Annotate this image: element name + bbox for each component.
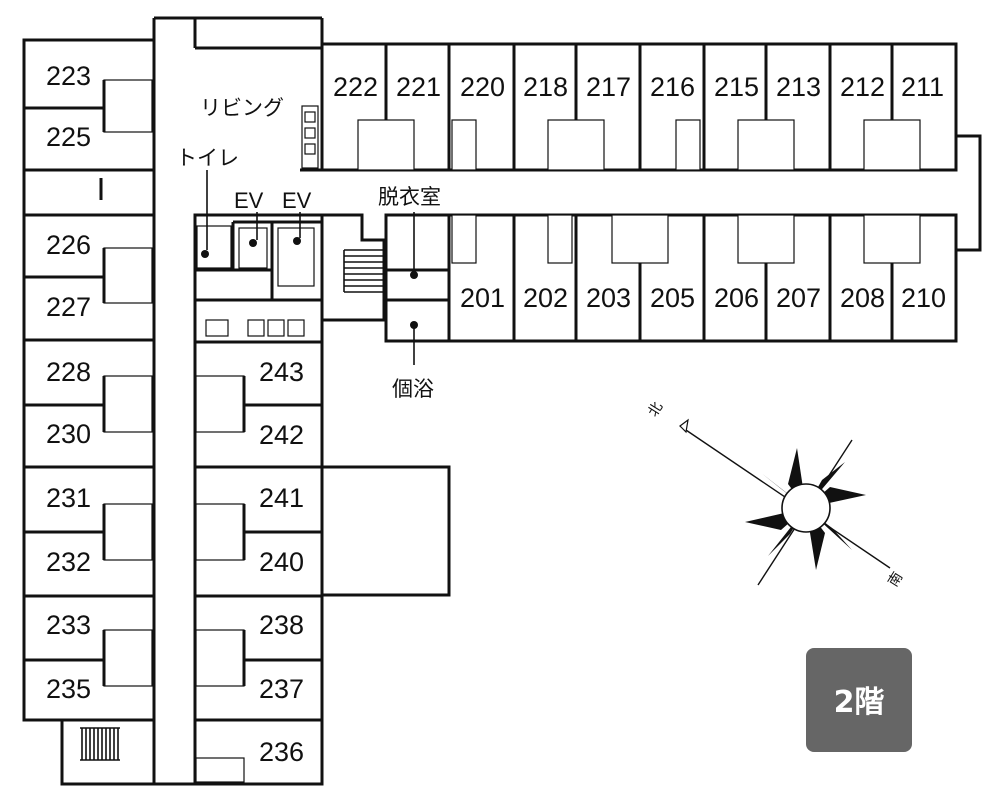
room-number: 236: [259, 737, 304, 767]
room-number: 213: [776, 72, 821, 102]
room-number: 226: [46, 230, 91, 260]
room-number: 217: [586, 72, 631, 102]
west-column-numbers: 223 225 226 227 228 230 231 232 233 235: [46, 61, 91, 704]
room-number: 235: [46, 674, 91, 704]
private-bath-label: 個浴: [392, 377, 434, 401]
room-number: 231: [46, 483, 91, 513]
room-number: 243: [259, 357, 304, 387]
room-number: 222: [333, 72, 378, 102]
elevator-label: EV: [282, 188, 312, 213]
room-number: 206: [714, 283, 759, 313]
room-number: 210: [901, 283, 946, 313]
compass-rose: 北 南: [645, 399, 906, 589]
room-number: 233: [46, 610, 91, 640]
annex: [322, 465, 451, 597]
room-number: 215: [714, 72, 759, 102]
room-number: 216: [650, 72, 695, 102]
room-number: 242: [259, 420, 304, 450]
elevator-label: EV: [234, 188, 264, 213]
west-wing: [22, 38, 156, 722]
room-number: 232: [46, 547, 91, 577]
room-number: 201: [460, 283, 505, 313]
room-number: 241: [259, 483, 304, 513]
room-number: 221: [396, 72, 441, 102]
room-number: 228: [46, 357, 91, 387]
south-wing: [384, 212, 958, 365]
room-number: 203: [586, 283, 631, 313]
room-number: 237: [259, 674, 304, 704]
room-number: 218: [523, 72, 568, 102]
north-label: 北: [645, 399, 666, 419]
room-number: 230: [46, 419, 91, 449]
floor-badge-label: 2階: [834, 685, 885, 720]
toilet-label: トイレ: [176, 146, 239, 170]
north-wing: [320, 42, 982, 252]
south-label: 南: [885, 569, 906, 589]
center-column-numbers: 243 242 241 240 238 237 236: [259, 357, 304, 767]
south-row-numbers: 201 202 203 205 206 207 208 210: [460, 283, 946, 313]
room-number: 212: [840, 72, 885, 102]
room-number: 202: [523, 283, 568, 313]
room-number: 208: [840, 283, 885, 313]
room-number: 238: [259, 610, 304, 640]
west-stairs: [60, 718, 156, 786]
room-number: 205: [650, 283, 695, 313]
living-label: リビング: [200, 96, 284, 120]
dressing-room-label: 脱衣室: [378, 185, 441, 209]
room-number: 223: [46, 61, 91, 91]
room-number: 207: [776, 283, 821, 313]
room-number: 227: [46, 292, 91, 322]
room-number: 240: [259, 547, 304, 577]
center-column: [193, 340, 324, 786]
room-number: 225: [46, 122, 91, 152]
room-number: 211: [901, 72, 944, 102]
floor-badge: 2階: [806, 648, 912, 752]
north-row-numbers: 222 221 220 218 217 216 215 213 212 211: [333, 72, 944, 102]
central-stairs: [322, 213, 386, 322]
room-number: 220: [460, 72, 505, 102]
